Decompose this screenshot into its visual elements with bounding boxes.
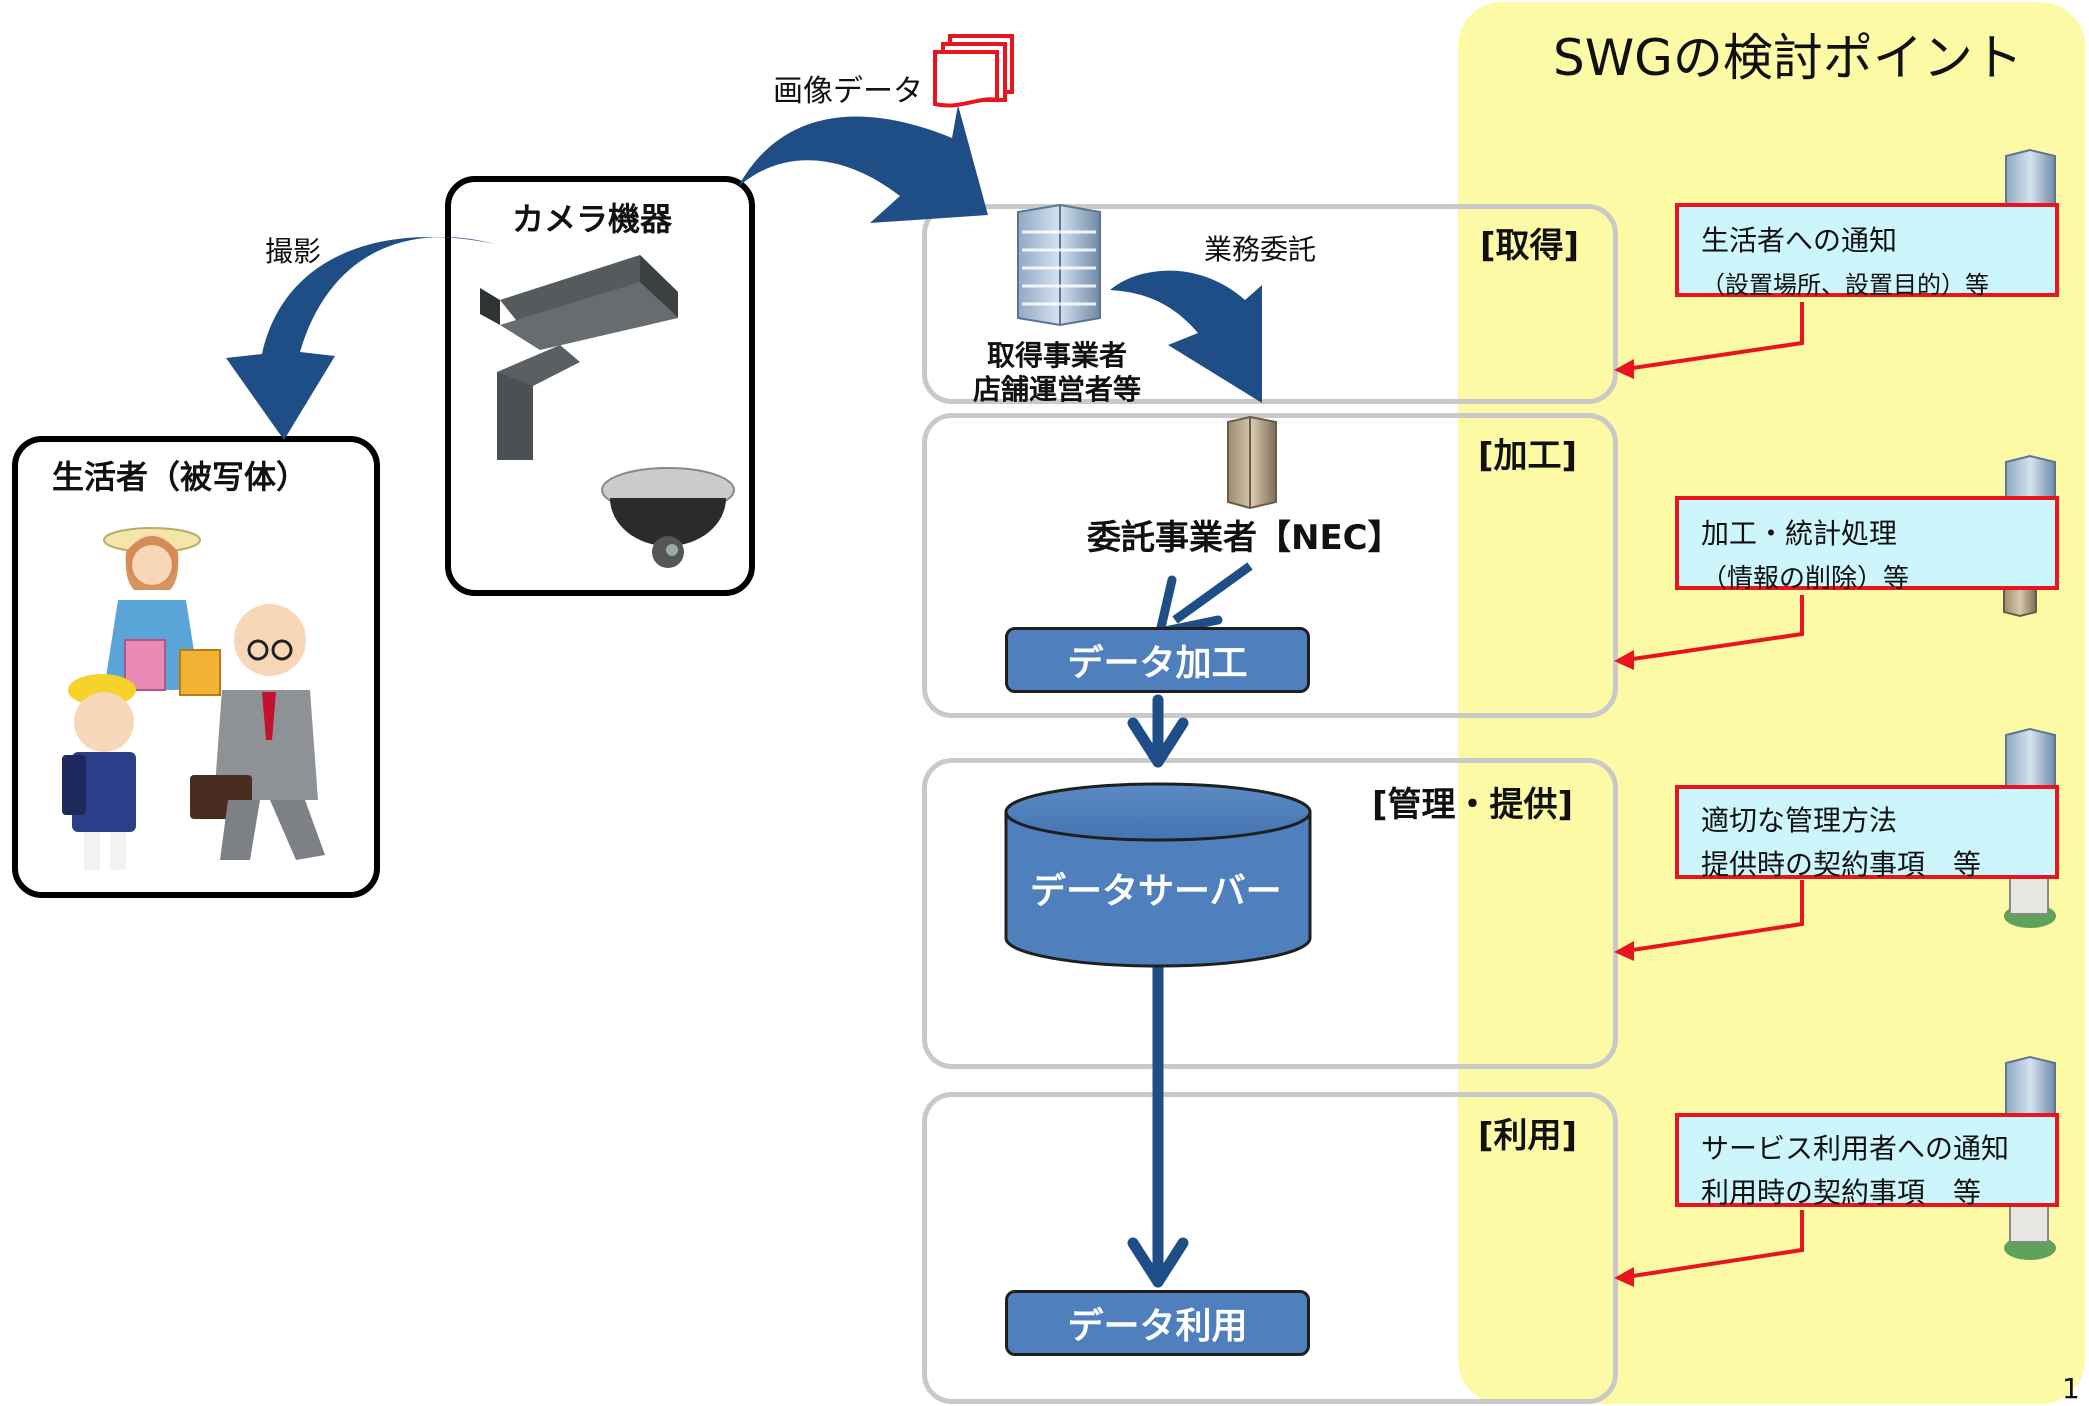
stage-use	[922, 1092, 1618, 1404]
stage-label-use: [利用]	[1478, 1116, 1578, 1156]
point-callout-process: 加工・統計処理 （情報の削除）等	[1675, 496, 2059, 594]
acquirer-label-line2: 店舗運営者等	[973, 373, 1142, 406]
callout-building-icons	[2003, 148, 2056, 1260]
stage-label-process: [加工]	[1478, 436, 1578, 476]
image-data-icon	[933, 34, 1014, 108]
swg-title: SWGの検討ポイント	[1553, 29, 2023, 87]
acquirer-building-icon	[1017, 203, 1101, 327]
subject-panel-title: 生活者（被写体）	[52, 458, 309, 496]
shoot-label: 撮影	[265, 235, 322, 268]
data-server-label: データサーバー	[1030, 871, 1282, 912]
point-callout-manage: 適切な管理方法 提供時の契約事項 等	[1675, 785, 2059, 881]
image-data-arrow	[738, 105, 988, 223]
point-callout-use: サービス利用者への通知 利用時の契約事項 等	[1675, 1113, 2059, 1209]
contractor-building-icon	[1227, 415, 1277, 510]
stage-process	[922, 413, 1618, 718]
contractor-label: 委託事業者【NEC】	[1087, 518, 1402, 558]
image-data-label: 画像データ	[773, 74, 923, 109]
point-acquire-line2: （設置場所、設置目的）等	[1701, 271, 1989, 299]
point-use-line2: 利用時の契約事項 等	[1701, 1176, 1982, 1209]
point-acquire-line1: 生活者への通知	[1701, 224, 1898, 257]
camera-illustration	[480, 255, 678, 460]
callout-connectors	[1625, 302, 1804, 1279]
point-manage-line1: 適切な管理方法	[1701, 804, 1898, 837]
point-process-line2: （情報の削除）等	[1701, 564, 1910, 594]
acquirer-label-line1: 取得事業者	[987, 339, 1128, 372]
shoot-arrow	[226, 236, 495, 440]
data-use-box: データ利用	[1005, 1290, 1310, 1356]
people-illustration	[62, 527, 325, 870]
point-callout-acquire: 生活者への通知 （設置場所、設置目的）等	[1675, 203, 2059, 299]
outsourcing-arrow	[1110, 270, 1262, 403]
point-use-line1: サービス利用者への通知	[1701, 1132, 2010, 1165]
stage-acquire	[922, 204, 1618, 404]
point-manage-line2: 提供時の契約事項 等	[1701, 848, 1982, 881]
dome-camera-illustration	[601, 467, 735, 568]
data-processing-box: データ加工	[1005, 627, 1310, 693]
outsourcing-label: 業務委託	[1204, 233, 1317, 266]
stage-manage	[922, 758, 1618, 1069]
stage-label-acquire: [取得]	[1480, 226, 1580, 266]
flow-arrows	[1127, 694, 1189, 1288]
point-process-line1: 加工・統計処理	[1701, 517, 1898, 550]
data-server-cylinder	[1004, 782, 1312, 968]
camera-panel-title: カメラ機器	[512, 200, 673, 238]
stage-label-manage: [管理・提供]	[1372, 785, 1574, 825]
page-number: 1	[2062, 1372, 2080, 1405]
